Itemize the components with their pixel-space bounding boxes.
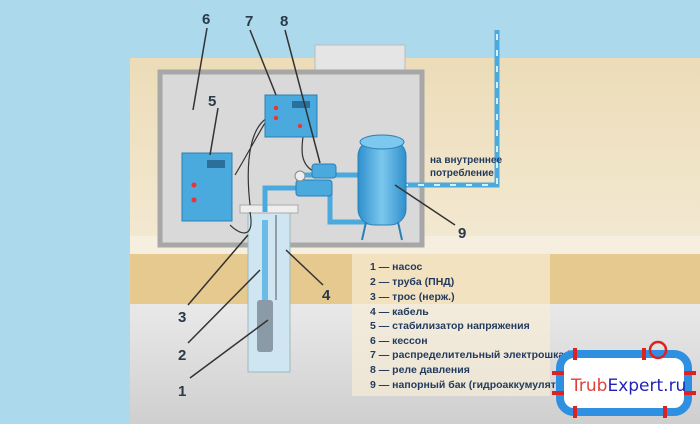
- label-3: 3: [178, 309, 186, 326]
- logo-part-2: Expert.ru: [607, 376, 686, 396]
- well-head: [239, 204, 299, 214]
- wires: [229, 114, 316, 234]
- legend-item: 5 — стабилизатор напряжения: [370, 320, 530, 332]
- legend-item: 2 — труба (ПНД): [370, 276, 454, 288]
- legend-item: 7 — распределительный электрошкаф: [370, 349, 573, 361]
- legend-item: 8 — реле давления: [370, 364, 470, 376]
- pressure-relay: [311, 163, 337, 179]
- legend-item: 9 — напорный бак (гидроаккумулятор): [370, 379, 572, 391]
- pump: [257, 300, 273, 352]
- label-4: 4: [322, 287, 331, 304]
- label-5: 5: [208, 93, 216, 110]
- legend-item: 3 — трос (нерж.): [370, 291, 455, 303]
- outlet-pipe: [402, 30, 500, 188]
- label-2: 2: [178, 347, 186, 364]
- legend: 1 — насос 2 — труба (ПНД) 3 — трос (нерж…: [370, 261, 573, 391]
- label-9: 9: [458, 225, 466, 242]
- svg-text:TrubExpert.ru: TrubExpert.ru: [570, 376, 686, 396]
- pipe-pnd: [262, 220, 268, 310]
- legend-item: 1 — насос: [370, 261, 422, 273]
- legend-item: 6 — кессон: [370, 335, 428, 347]
- label-1: 1: [178, 383, 186, 400]
- legend-box: [352, 253, 550, 396]
- legend-item: 4 — кабель: [370, 306, 429, 318]
- label-8: 8: [280, 13, 288, 30]
- logo-part-1: Trub: [570, 376, 607, 396]
- trubexpert-logo: TrubExpert.ru: [552, 340, 696, 418]
- note-line-1: на внутреннее: [430, 155, 502, 166]
- label-6: 6: [202, 11, 210, 28]
- label-7: 7: [245, 13, 253, 30]
- pressure-tank: [357, 139, 407, 226]
- caisson-lid: [314, 44, 406, 72]
- leader-lines: [187, 27, 456, 379]
- note-line-2: потребление: [430, 167, 494, 179]
